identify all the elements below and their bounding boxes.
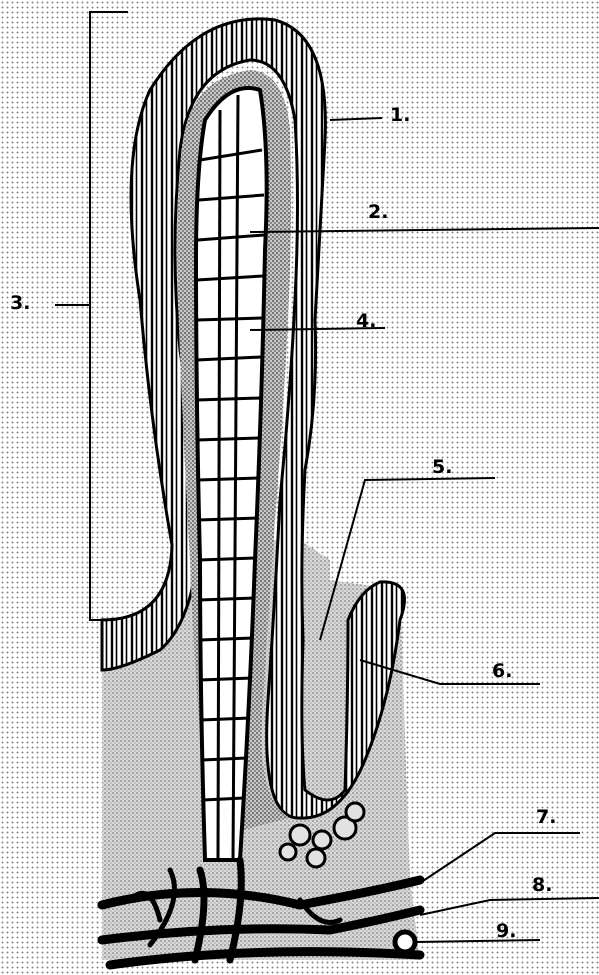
- label-8: 8.: [532, 876, 552, 895]
- leader-9: [415, 940, 540, 942]
- label-3: 3.: [10, 294, 30, 313]
- label-4: 4.: [356, 312, 376, 331]
- label-7: 7.: [536, 808, 556, 827]
- label-5: 5.: [432, 458, 452, 477]
- leader-8: [420, 898, 599, 915]
- label-9: 9.: [496, 922, 516, 941]
- label-1: 1.: [390, 106, 410, 125]
- vessel-cross-section: [395, 932, 415, 952]
- leader-1: [330, 118, 382, 120]
- label-6: 6.: [492, 662, 512, 681]
- label-2: 2.: [368, 203, 388, 222]
- leader-7: [420, 833, 580, 883]
- bracket-3: [90, 12, 128, 620]
